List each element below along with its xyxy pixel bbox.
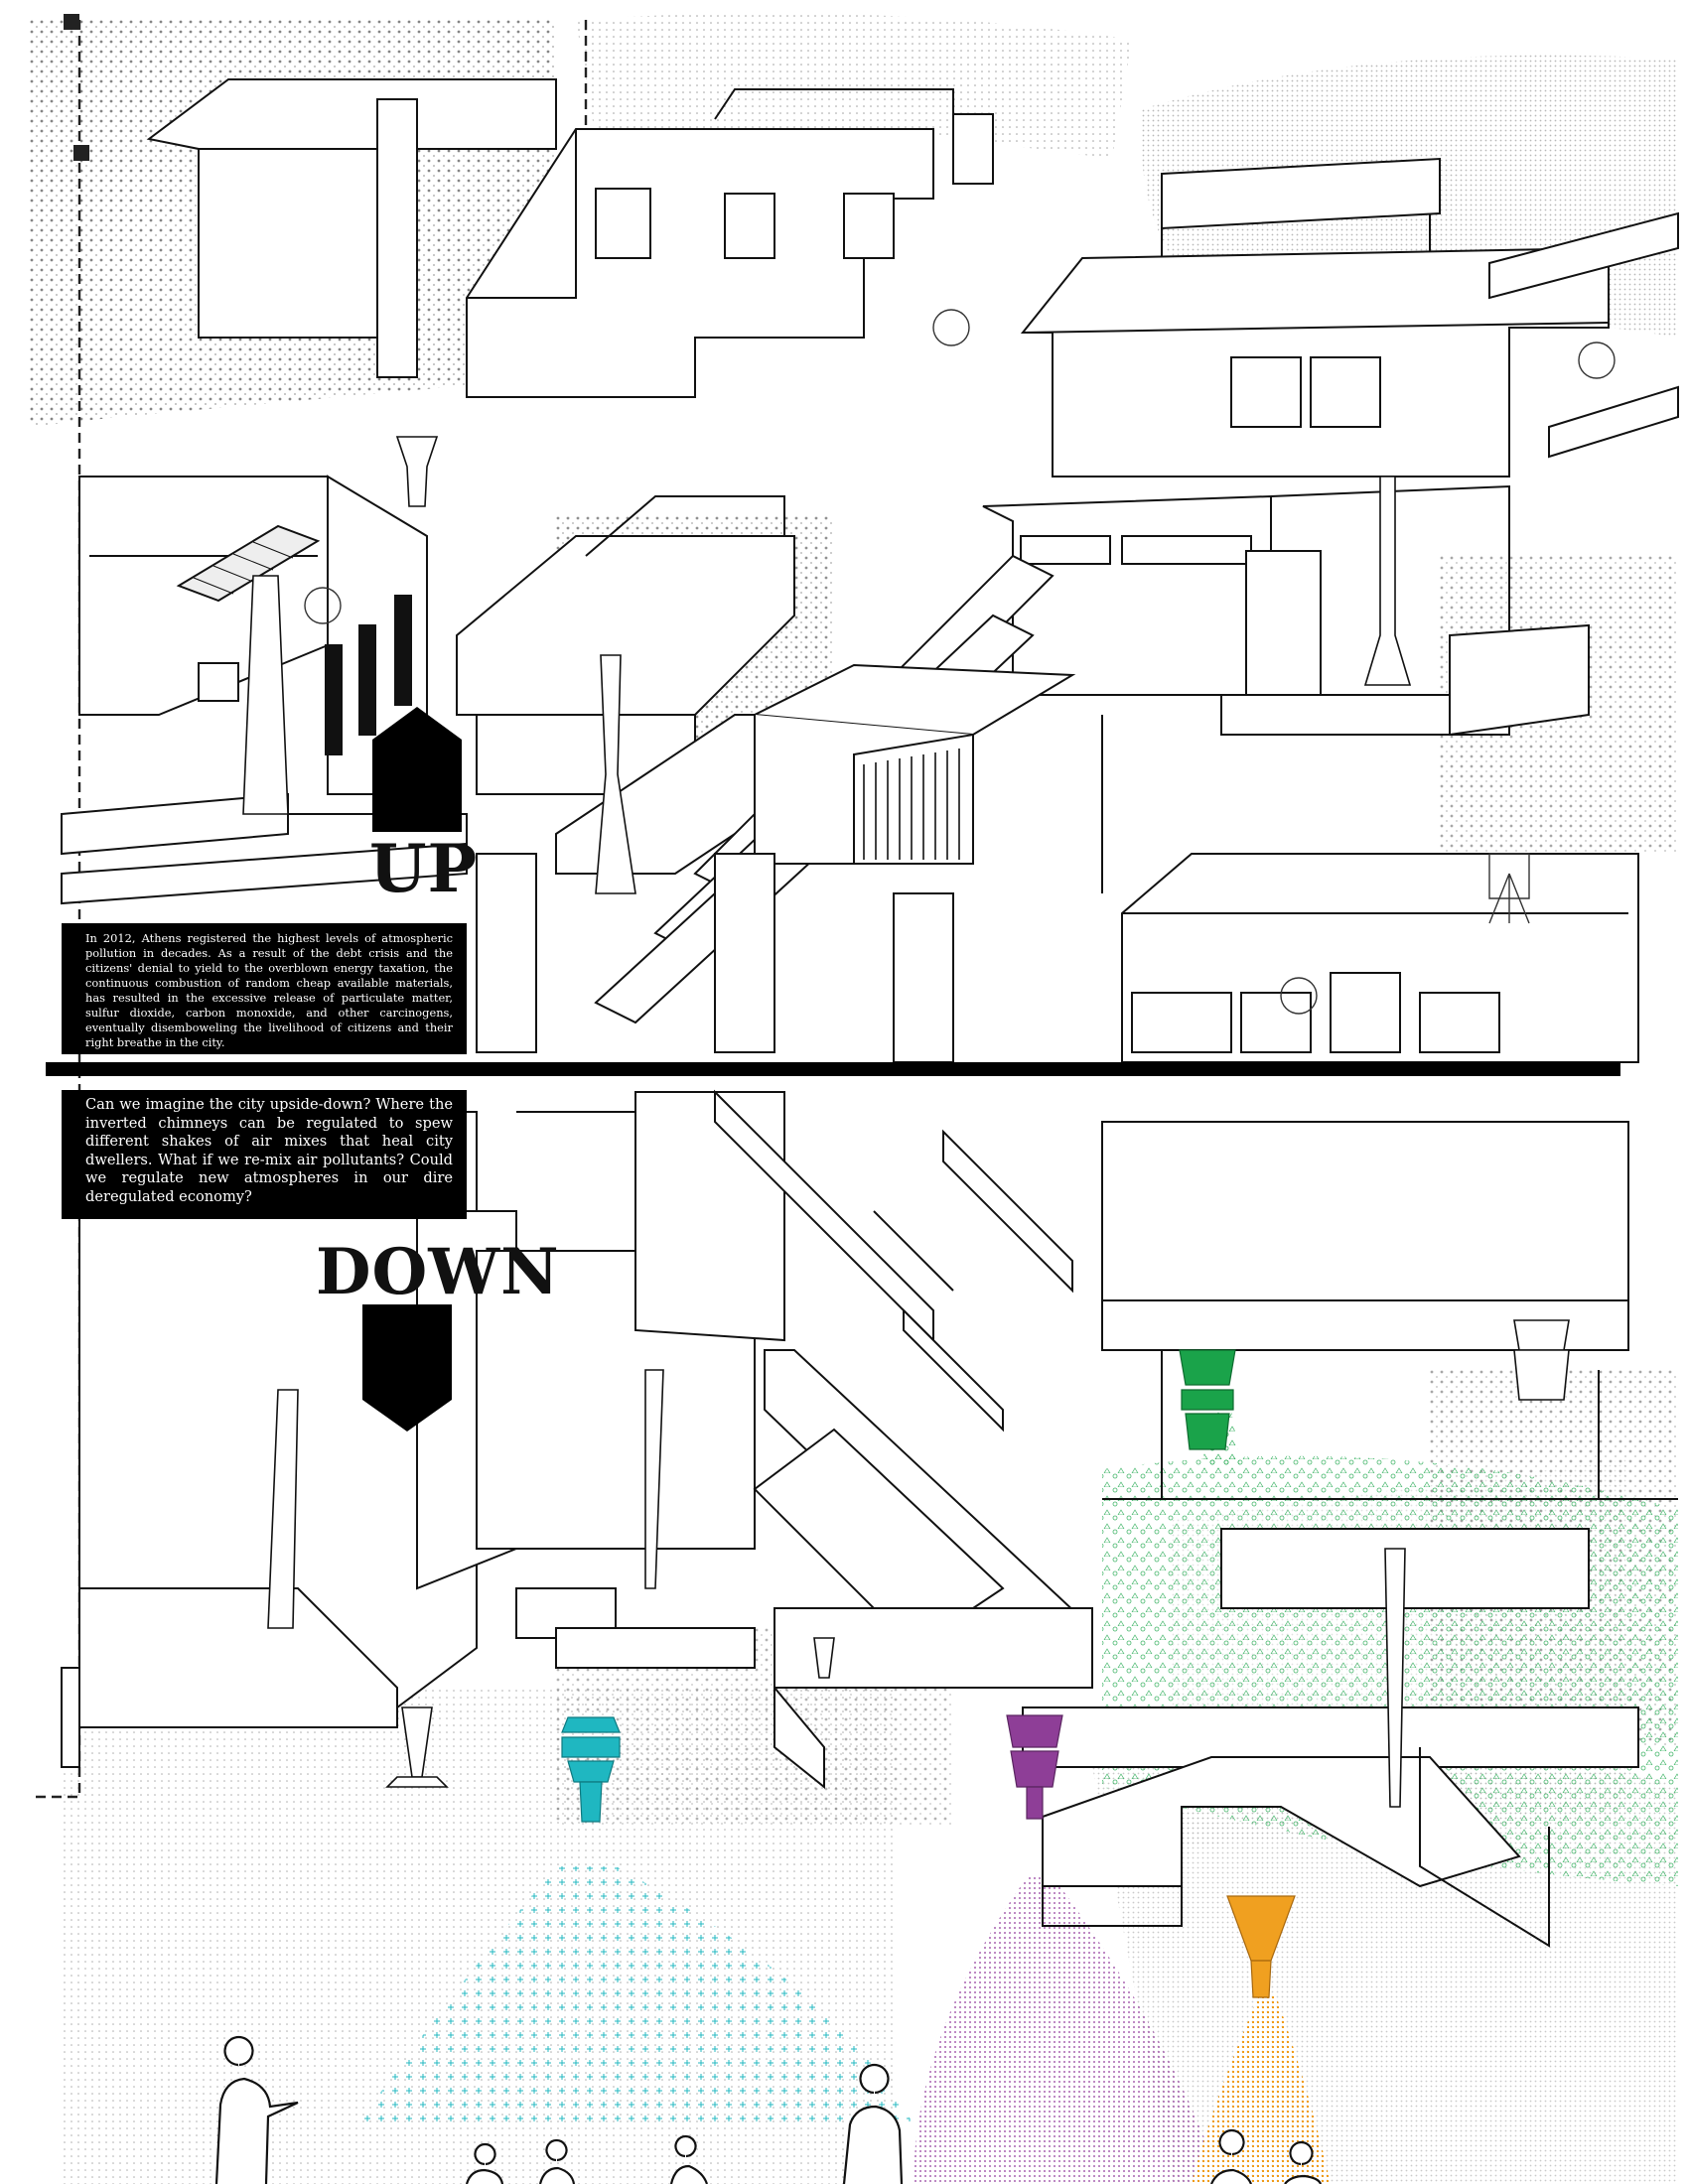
inverted-chimney-icon bbox=[561, 1349, 1296, 1998]
down-label: DOWN bbox=[316, 1235, 560, 1309]
person-silhouette-icon bbox=[214, 2035, 1323, 2184]
divider-bar bbox=[46, 1062, 1620, 1076]
purple-chimney bbox=[1006, 1714, 1063, 1820]
up-label: UP bbox=[369, 830, 479, 907]
upper-city bbox=[61, 78, 1679, 1063]
upper-chimneys bbox=[242, 436, 1412, 894]
orange-chimney bbox=[1226, 1895, 1296, 1998]
down-arrow-house-icon bbox=[362, 1304, 452, 1432]
green-chimney bbox=[1179, 1349, 1236, 1450]
dark-squares bbox=[64, 14, 89, 161]
up-arrow-house-icon bbox=[372, 707, 462, 832]
cyan-chimney bbox=[561, 1716, 621, 1823]
inverted-pipes bbox=[267, 1319, 1570, 1808]
upside-down-paragraph: Can we imagine the city upside-down? Whe… bbox=[62, 1090, 467, 1219]
rooftop-props bbox=[304, 309, 1616, 1015]
pollution-paragraph: In 2012, Athens registered the highest l… bbox=[62, 923, 467, 1054]
